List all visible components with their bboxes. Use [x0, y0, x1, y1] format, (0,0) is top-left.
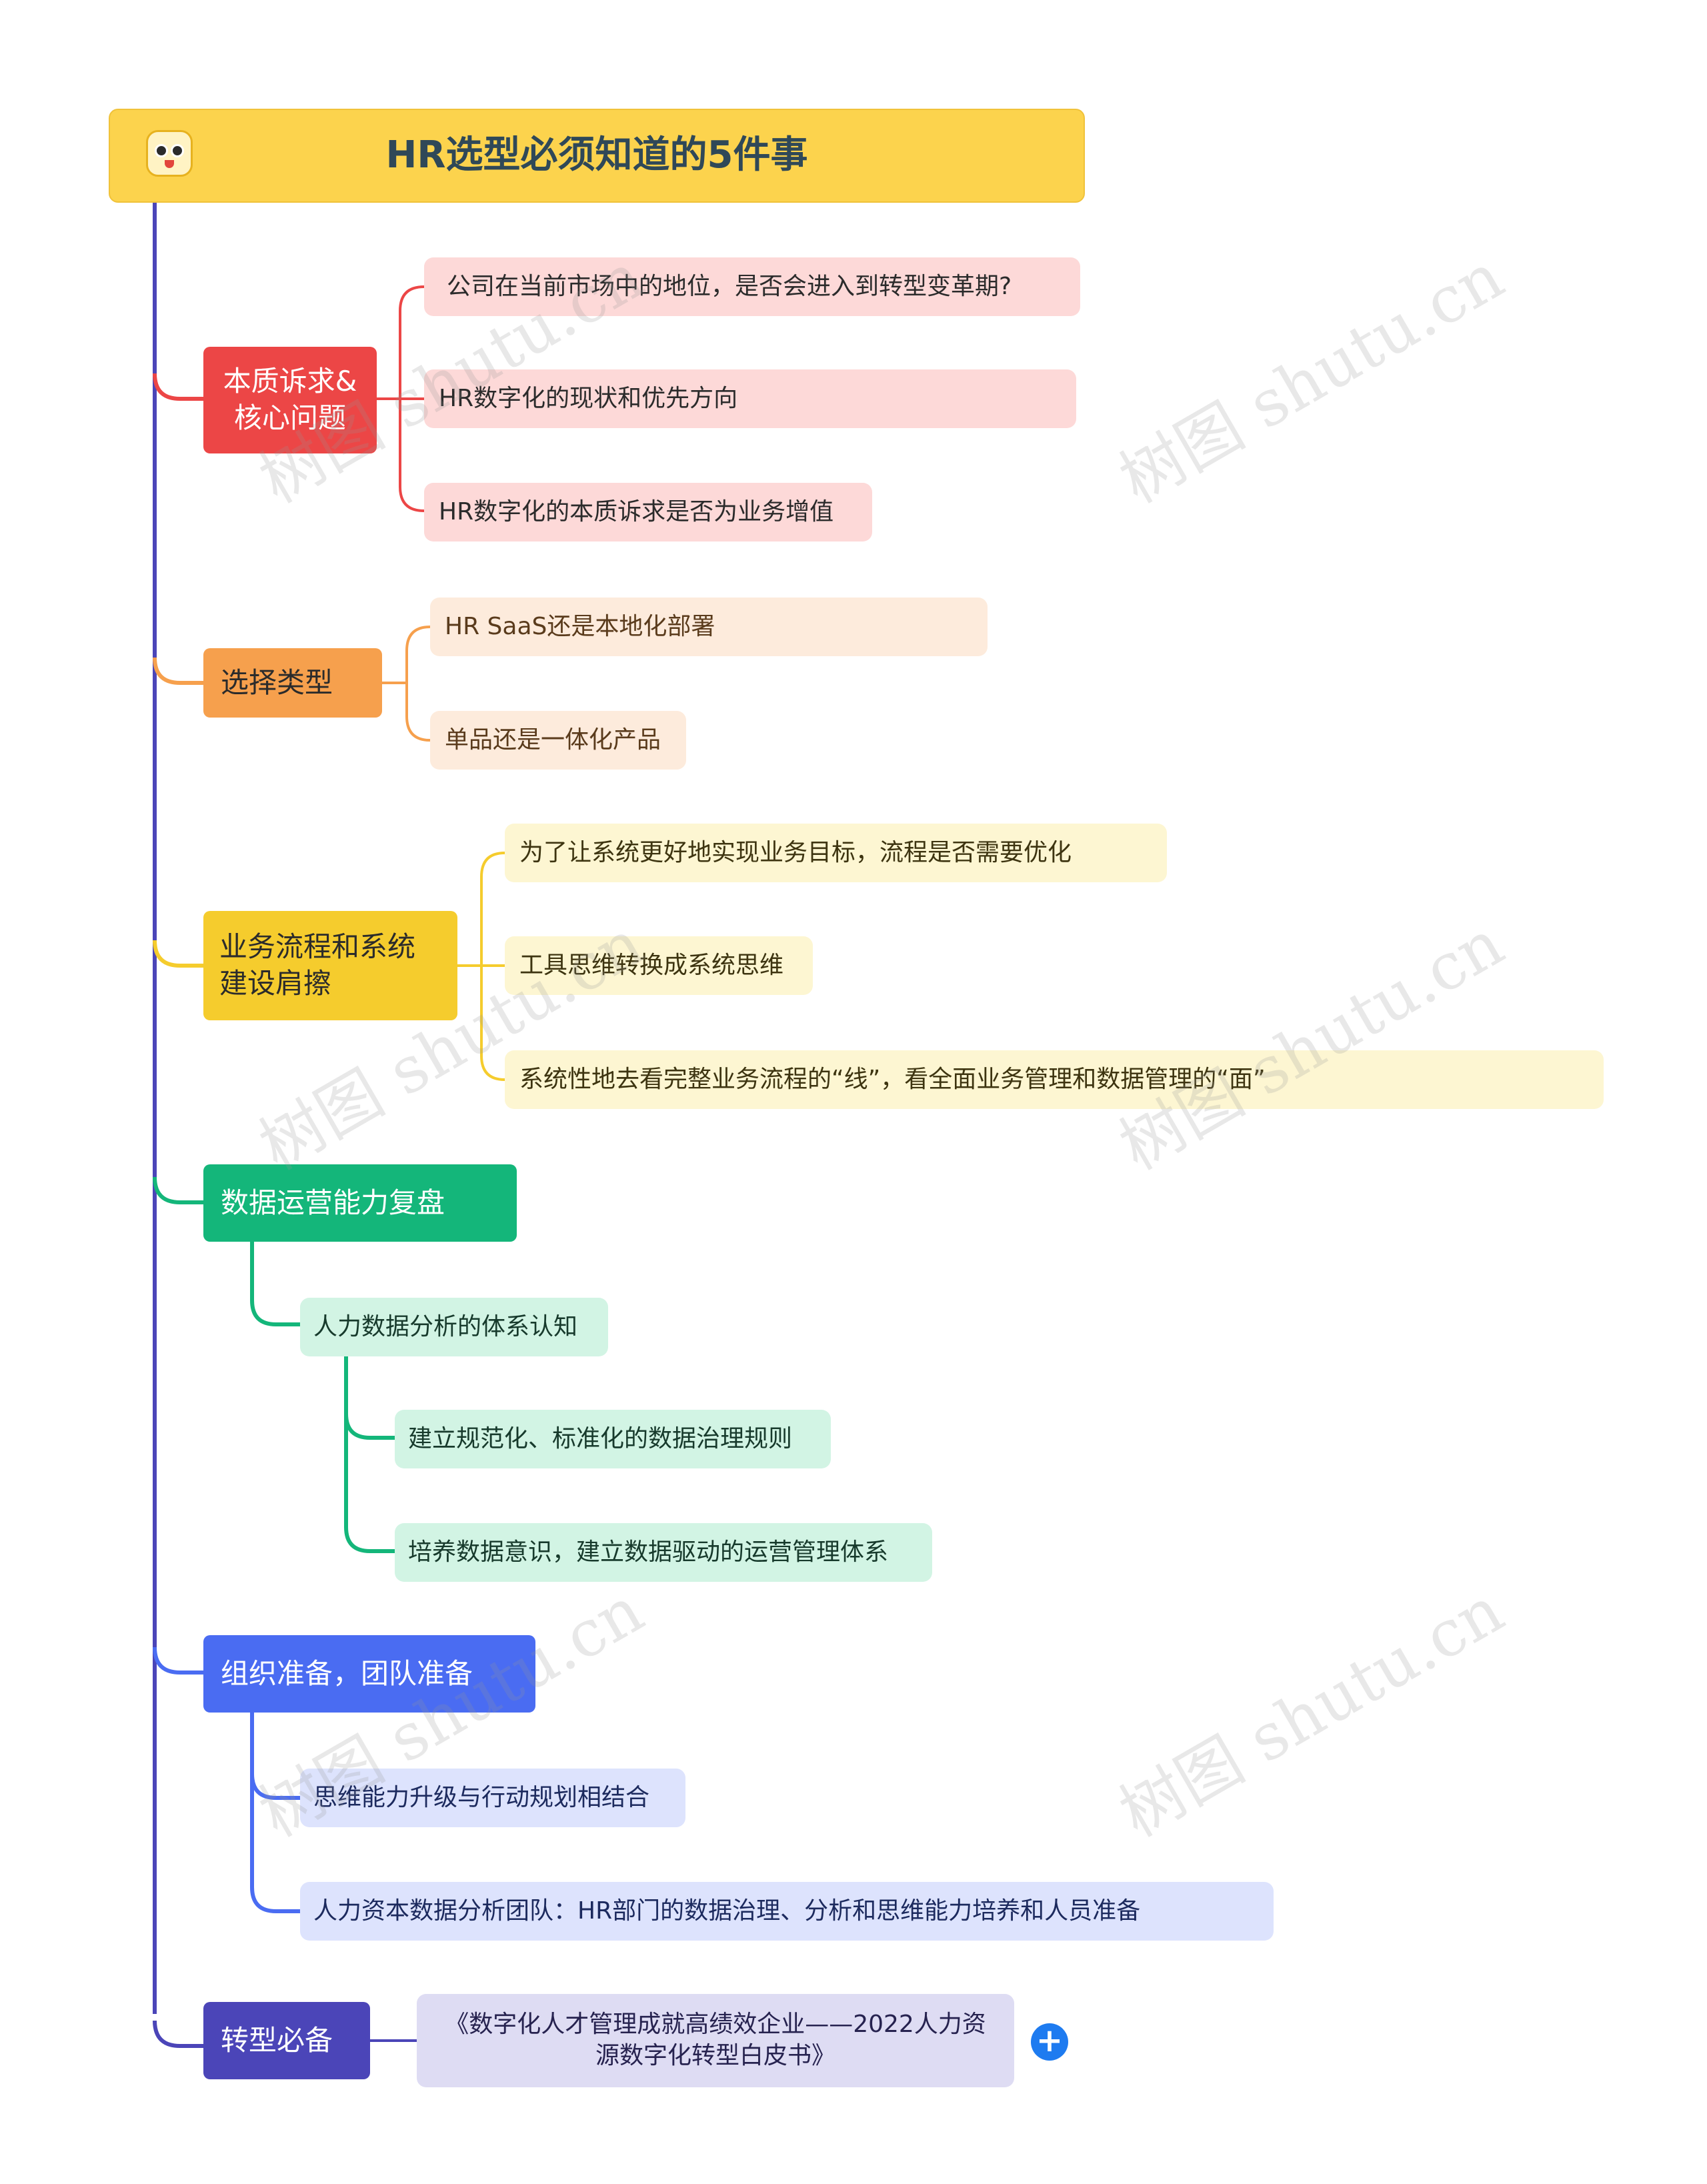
leaf-whitepaper[interactable]: 《数字化人才管理成就高绩效企业——2022人力资源数字化转型白皮书》 [417, 1994, 1014, 2087]
branch-label: 组织准备，团队准备 [221, 1657, 473, 1690]
branch-label: 选择类型 [221, 666, 333, 699]
leaf-data-governance[interactable]: 建立规范化、标准化的数据治理规则 [395, 1410, 831, 1468]
leaf-market-position[interactable]: 公司在当前市场中的地位，是否会进入到转型变革期? [424, 257, 1080, 316]
leaf-thinking-upgrade[interactable]: 思维能力升级与行动规划相结合 [300, 1769, 685, 1827]
branch-org-team[interactable]: 组织准备，团队准备 [203, 1635, 535, 1713]
leaf-hr-data-analysis[interactable]: 人力数据分析的体系认知 [300, 1298, 608, 1356]
branch-data-ops[interactable]: 数据运营能力复盘 [203, 1164, 517, 1242]
plus-icon[interactable]: + [1031, 2023, 1068, 2061]
leaf-process-optimize[interactable]: 为了让系统更好地实现业务目标，流程是否需要优化 [505, 824, 1167, 882]
leaf-data-team[interactable]: 人力资本数据分析团队：HR部门的数据治理、分析和思维能力培养和人员准备 [300, 1882, 1274, 1941]
branch-label: 本质诉求&核心问题 [223, 365, 357, 434]
leaf-hr-digital-status[interactable]: HR数字化的现状和优先方向 [424, 369, 1076, 428]
branch-label: 数据运营能力复盘 [221, 1186, 445, 1219]
leaf-saas-or-local[interactable]: HR SaaS还是本地化部署 [430, 598, 988, 656]
leaf-hr-digital-value[interactable]: HR数字化的本质诉求是否为业务增值 [424, 483, 872, 541]
branch-process-system[interactable]: 业务流程和系统建设肩擦 [203, 911, 457, 1020]
branch-selection-type[interactable]: 选择类型 [203, 648, 382, 718]
branch-label: 业务流程和系统建设肩擦 [219, 930, 416, 1000]
root-title: HR选型必须知道的5件事 [385, 133, 808, 177]
branch-transform-essential[interactable]: 转型必备 [203, 2002, 370, 2079]
branch-core-needs[interactable]: 本质诉求&核心问题 [203, 347, 377, 453]
smiley-face-icon [146, 130, 193, 177]
leaf-data-driven[interactable]: 培养数据意识，建立数据驱动的运营管理体系 [395, 1523, 932, 1582]
leaf-tool-to-system[interactable]: 工具思维转换成系统思维 [505, 936, 813, 995]
branch-label: 转型必备 [221, 2023, 333, 2057]
leaf-single-or-integrated[interactable]: 单品还是一体化产品 [430, 711, 686, 770]
leaf-line-and-plane[interactable]: 系统性地去看完整业务流程的“线”，看全面业务管理和数据管理的“面” [505, 1050, 1604, 1109]
root-topic[interactable]: HR选型必须知道的5件事 [109, 109, 1085, 203]
